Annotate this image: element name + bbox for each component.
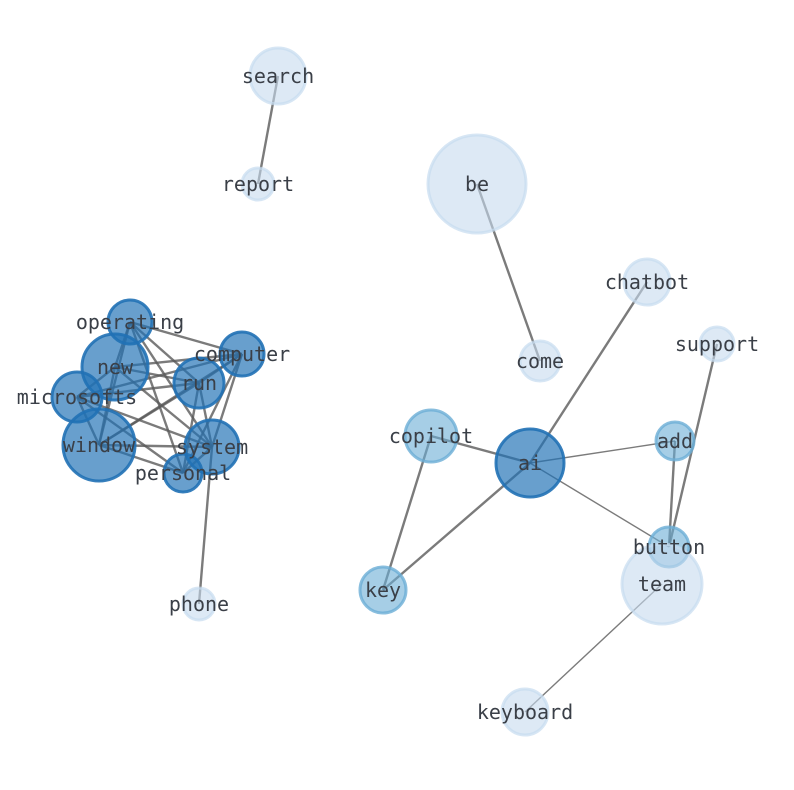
node-label-window: window [63, 433, 136, 457]
node-label-phone: phone [169, 592, 229, 616]
node-copilot [403, 408, 459, 464]
node-label-operating: operating [76, 310, 184, 334]
node-come [518, 339, 562, 383]
node-label-personal: personal [135, 461, 231, 485]
nodes-layer [50, 46, 736, 737]
node-label-support: support [675, 332, 759, 356]
node-chatbot [622, 257, 672, 307]
node-run [172, 356, 226, 410]
node-window [61, 407, 137, 483]
node-search [248, 46, 308, 106]
edge-chatbot-ai [528, 281, 649, 464]
node-label-new: new [97, 355, 134, 379]
node-label-report: report [222, 172, 294, 196]
node-label-run: run [181, 371, 217, 395]
node-label-be: be [465, 172, 489, 196]
node-support [698, 325, 736, 363]
node-add [654, 420, 696, 462]
node-label-chatbot: chatbot [605, 270, 689, 294]
node-label-copilot: copilot [389, 424, 473, 448]
node-phone [181, 586, 217, 622]
node-label-keyboard: keyboard [477, 700, 573, 724]
node-label-add: add [657, 429, 693, 453]
node-personal [162, 452, 204, 494]
node-be [426, 133, 528, 235]
node-label-come: come [516, 349, 564, 373]
node-label-search: search [242, 64, 314, 88]
node-label-key: key [365, 578, 401, 602]
node-key [358, 565, 408, 615]
node-label-microsofts: microsofts [17, 385, 137, 409]
node-computer [218, 330, 266, 378]
node-label-team: team [638, 572, 686, 596]
node-report [240, 166, 276, 202]
node-keyboard [500, 687, 550, 737]
labels-layer: search report be chatbot come support operatin… [17, 64, 759, 724]
node-ai [494, 427, 566, 499]
node-label-computer: computer [194, 342, 290, 366]
edges-layer [75, 75, 719, 713]
node-label-system: system [176, 435, 248, 459]
node-label-button: button [633, 535, 705, 559]
node-team [620, 542, 704, 626]
node-label-ai: ai [518, 451, 542, 475]
